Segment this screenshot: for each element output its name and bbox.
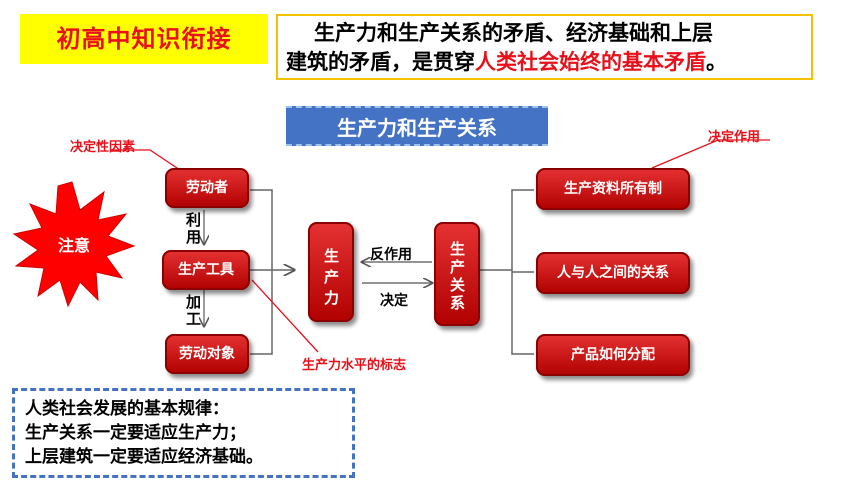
box-human-relations: 人与人之间的关系 — [536, 252, 690, 294]
box-production-relations: 生产关系 — [434, 222, 480, 326]
intro-line-1: 生产力和生产关系的矛盾、经济基础和上层 — [314, 21, 713, 45]
section-badge: 初高中知识衔接 — [20, 14, 268, 64]
label-decide: 决定 — [380, 293, 408, 309]
box-production-tools: 生产工具 — [162, 250, 250, 290]
diagram-banner: 生产力和生产关系 — [286, 106, 548, 146]
connector-process: 加工 — [184, 294, 202, 328]
box-laborer: 劳动者 — [165, 168, 249, 208]
connector-use: 利用 — [184, 212, 202, 246]
starburst-shape — [12, 181, 136, 308]
starburst-label: 注意 — [57, 236, 90, 255]
summary-line-3: 上层建筑一定要适应经济基础。 — [25, 447, 263, 467]
intro-text: 生产力和生产关系的矛盾、经济基础和上层 建筑的矛盾，是贯穿人类社会始终的基本矛盾… — [276, 14, 813, 80]
summary-line-1: 人类社会发展的基本规律： — [25, 399, 229, 419]
label-reaction: 反作用 — [370, 247, 412, 263]
box-productivity: 生产力 — [308, 222, 354, 322]
label-decisive-factor: 决定性因素 — [70, 140, 136, 155]
box-distribution: 产品如何分配 — [536, 334, 690, 376]
intro-line-2: 建筑的矛盾，是贯穿人类社会始终的基本矛盾。 — [286, 48, 803, 77]
label-decisive-role: 决定作用 — [708, 130, 761, 145]
intro-highlight: 人类社会始终的基本矛盾 — [475, 50, 706, 74]
intro-line-2-prefix: 建筑的矛盾，是贯穿 — [286, 50, 475, 74]
intro-line-2-suffix: 。 — [706, 50, 727, 74]
box-labor-objects: 劳动对象 — [165, 334, 249, 374]
box-ownership: 生产资料所有制 — [536, 168, 690, 210]
summary-line-2: 生产关系一定要适应生产力； — [25, 423, 246, 443]
label-productivity-mark: 生产力水平的标志 — [302, 358, 407, 373]
summary-box: 人类社会发展的基本规律： 生产关系一定要适应生产力； 上层建筑一定要适应经济基础… — [12, 388, 355, 478]
